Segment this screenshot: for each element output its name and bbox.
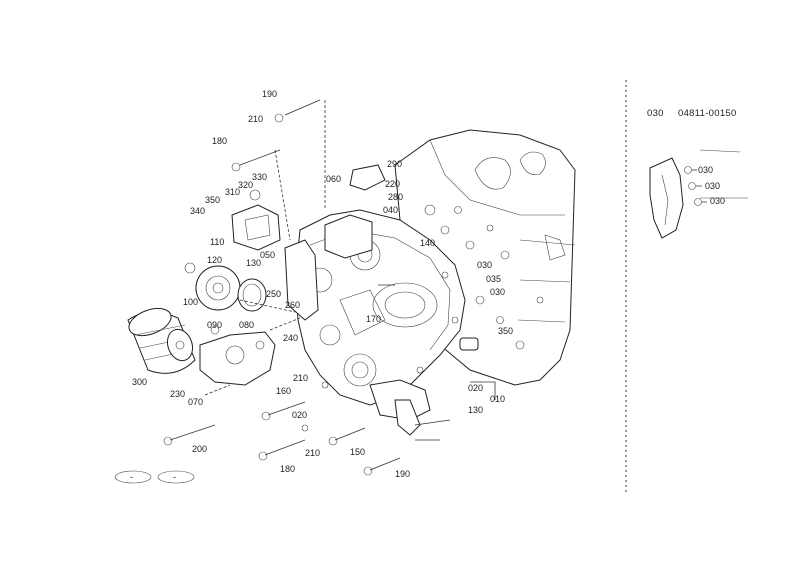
oil-filter-bracket [199,331,276,386]
callout-label[interactable]: 040 [383,205,398,215]
callout-label[interactable]: 240 [283,333,298,343]
callout-label[interactable]: 050 [260,250,275,260]
callout-label[interactable]: 020 [292,410,307,420]
callout-label[interactable]: 030 [490,287,505,297]
callout-label[interactable]: 150 [350,447,365,457]
callout-label[interactable]: 140 [420,238,435,248]
leader-lines [204,100,496,441]
callout-labels: 190 210 180 330 310 320 350 340 110 120 … [132,89,513,479]
callout-label[interactable]: 120 [207,255,222,265]
detail-header: 030 04811-00150 [647,108,737,119]
callout-label[interactable]: 130 [468,405,483,415]
callout-label[interactable]: 100 [183,297,198,307]
callout-label[interactable]: 200 [192,444,207,454]
detail-callout[interactable]: 030 [698,165,713,175]
callout-label[interactable]: 300 [132,377,147,387]
callout-label[interactable]: 010 [490,394,505,404]
callout-label[interactable]: 230 [170,389,185,399]
detail-ref-code[interactable]: 030 [647,108,664,119]
callout-label[interactable]: 310 [225,187,240,197]
detail-part-number[interactable]: 04811-00150 [678,108,737,119]
callout-label[interactable]: 030 [477,260,492,270]
callout-label[interactable]: 020 [468,383,483,393]
callout-label[interactable]: 170 [366,314,381,324]
callout-label[interactable]: 220 [385,179,400,189]
callout-label[interactable]: 210 [293,373,308,383]
callout-label[interactable]: 260 [285,300,300,310]
callout-label[interactable]: 080 [239,320,254,330]
callout-label[interactable]: 070 [188,397,203,407]
callout-label[interactable]: 210 [248,114,263,124]
callout-label[interactable]: 060 [326,174,341,184]
callout-label[interactable]: 290 [387,159,402,169]
callout-label[interactable]: 035 [486,274,501,284]
water-pump-pulley [195,265,267,312]
thermostat-housing [231,189,281,251]
gear-case [294,164,479,436]
detail-inset: 030 030 030 [649,149,748,239]
callout-label[interactable]: 190 [395,469,410,479]
callout-label[interactable]: 130 [246,258,261,268]
callout-label[interactable]: 330 [252,172,267,182]
stamp-left: - [130,472,133,482]
stamp-right: - [173,472,176,482]
callout-label[interactable]: 280 [388,192,403,202]
oil-filter [127,307,196,374]
detail-callout[interactable]: 030 [710,196,725,206]
callout-label[interactable]: 110 [210,237,224,247]
callout-label[interactable]: 250 [266,289,281,299]
detail-callout[interactable]: 030 [705,181,720,191]
callout-label[interactable]: 350 [205,195,220,205]
front-plate [284,239,319,321]
callout-label[interactable]: 090 [207,320,222,330]
callout-label[interactable]: 180 [212,136,227,146]
callout-label[interactable]: 350 [498,326,513,336]
bolts [163,99,401,476]
stamp-marks: - - [114,470,195,484]
callout-label[interactable]: 180 [280,464,295,474]
callout-label[interactable]: 340 [190,206,205,216]
callout-label[interactable]: 320 [238,180,253,190]
callout-label[interactable]: 160 [276,386,291,396]
callout-label[interactable]: 210 [305,448,320,458]
callout-label[interactable]: 190 [262,89,277,99]
